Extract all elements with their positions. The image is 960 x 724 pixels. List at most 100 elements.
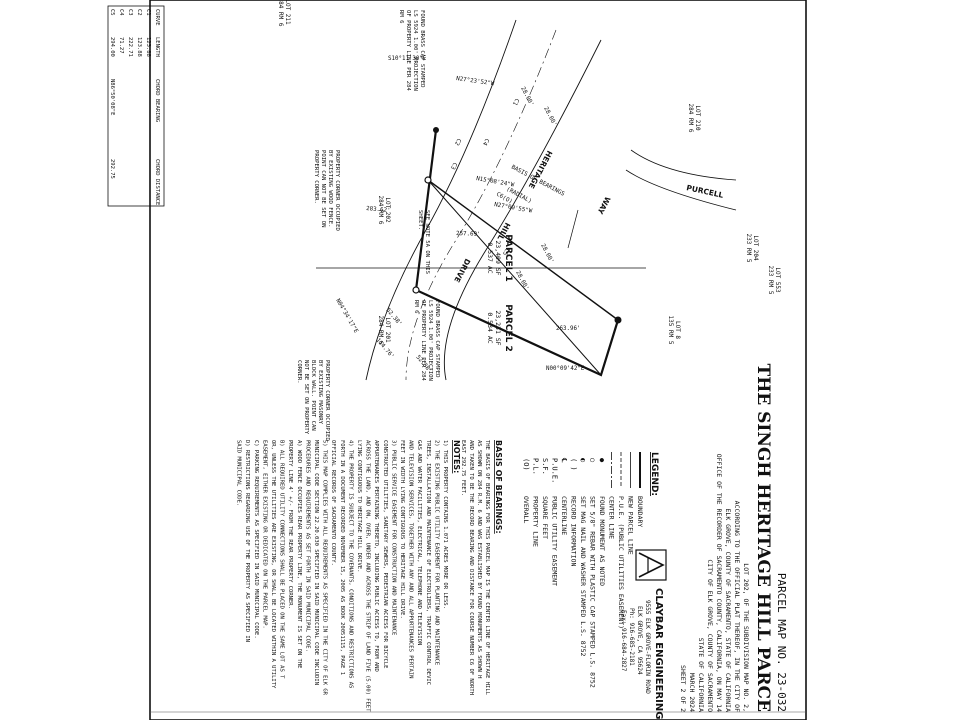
curve-table-cell: C5 (109, 9, 115, 16)
curve-table-cell: 222.71 (127, 37, 133, 57)
parcel-label: PARCEL 1 (503, 234, 513, 282)
bearing-distance-label: 257.69' (456, 231, 481, 238)
legend-heading: LEGEND: (649, 452, 659, 496)
legend-text: SQUARE FEET (541, 496, 549, 539)
note-line: 1) THIS PROPERTY CONTAINS 1.071 ACRES MO… (442, 440, 448, 609)
note-line: OFFICIAL RECORDS OF SACRAMENTO COUNTY. (330, 440, 336, 566)
monument-found-2 (433, 127, 439, 133)
parcel-area-ac: 0.537 AC (486, 242, 494, 273)
bearing-distance-label: 263.96' (556, 326, 580, 332)
basis-line: THE BASIS OF BEARINGS FOR THIS PARCEL MA… (484, 440, 490, 696)
note-line: APPURTENANCES PERTAINING THERETO, INCLUD… (373, 440, 379, 672)
bearing-distance-label: C4 (481, 137, 490, 146)
legend-text: OVERALL (522, 496, 530, 523)
bearing-distance-label: C5 (501, 247, 510, 256)
lot-reference: 233 RM 5 (745, 234, 752, 263)
note-line: 2) THE EXISTING PUBLIC UTILITY EASEMENT … (433, 440, 439, 665)
street-row-line-2 (365, 19, 517, 381)
lot-label: LOT 211 (284, 0, 291, 25)
curve-table-cell: N86°50'08"E (109, 79, 115, 115)
lot-reference: 135 RM 5 (667, 316, 674, 345)
legend-text: BOUNDARY (636, 496, 644, 527)
bearing-distance-label: 283.62' (366, 206, 391, 214)
note-line: C) PARKING REQUIREMENTS AS SPECIFIED IN … (253, 440, 259, 639)
note-line: LYING CONTIGUOUS TO HERITAGE HILL DRIVE. (356, 440, 362, 572)
curve-table-header: LENGTH (154, 37, 160, 57)
plan-callout-line: LS 5924 1.00' PROJECTION (427, 300, 433, 381)
boundary-line (414, 129, 620, 377)
notes-heading: NOTES: (452, 440, 461, 473)
curve-table-header: CHORD BEARING (154, 79, 160, 122)
bearing-distance-label: C1 (511, 97, 520, 106)
note-line: D) RESTRICTIONS REGARDING USE OF THE PRO… (244, 440, 250, 642)
lot-reference: 284 RM 6 (377, 196, 384, 225)
lot-label: LOT 201 (384, 317, 391, 343)
basis-of-bearings: BASIS OF BEARINGS: THE BASIS OF BEARINGS… (460, 440, 503, 696)
curve-table-cell: 294.00 (109, 37, 115, 57)
lot-label: LOT 210 (694, 105, 701, 131)
bearing-distance-label: N27°23'52"W (456, 76, 495, 87)
monument-found (614, 316, 622, 324)
curve-table-cell: C2 (136, 9, 142, 16)
lot-label: LOT 204 (752, 235, 759, 261)
basis-line: AND TAKEN TO BE THE RECORD BEARING AND D… (468, 440, 474, 695)
title-description-line: ACCORDING TO THE OFFICIAL PLAT THEREOF, … (733, 501, 741, 712)
firm-phone: Ph: 916-685-2181 (628, 608, 635, 666)
street-centerline (405, 29, 557, 381)
firm-address: 9555 ELK GROVE-FLORIN ROAD (644, 600, 651, 694)
note-line: PROCEDURES AND REQUIREMENTS AS SET FORTH… (304, 440, 310, 652)
note-line: MUNICIPAL CODE SECTION 22.20.030 SPECIFI… (313, 440, 319, 685)
plan-callout-line: PROPERTY CORNER OCCUPIED (324, 360, 330, 441)
legend-text: CENTER LINE (608, 496, 616, 539)
curve-table-cell: 123.88 (136, 37, 142, 57)
curve-table-cell: C3 (127, 9, 133, 16)
logo-mark (638, 552, 665, 578)
logo-frame (635, 549, 667, 581)
note-line: OR, UNLESS THE UTILITIES ARE EXISTING, O… (270, 440, 276, 689)
note-line: PROPERTY LINE 4' +/- FROM THE REAR PROPE… (287, 440, 293, 609)
purcell-way-line-1 (625, 169, 737, 211)
plan-callout-line: RM 6 (398, 10, 404, 23)
note-line: B) ALL REQUIRED UTILITY CONNECTIONS SHAL… (279, 440, 285, 679)
legend-text: RECORD INFORMATION (570, 496, 578, 567)
legend-symbol: ( ) (570, 458, 578, 471)
legend-symbol: S.F. (541, 458, 549, 475)
lot-label: LOT 8 (674, 321, 681, 339)
title-block: PARCEL MAP NO. 23-032 THE SINGH HERITAGE… (620, 364, 788, 724)
legend-symbol: P.L. (532, 458, 540, 475)
curve-table-cell: 123.88 (145, 37, 151, 57)
curve-table-frame (107, 5, 165, 207)
plan-callout-line: SEE NOTE 5A ON THIS (424, 210, 430, 274)
note-line: TREES, INSTALLATION AND MAINTENANCE OF E… (425, 440, 431, 685)
curve-table-cell: 71.27 (118, 37, 124, 54)
lot-reference: 284 RM 6 (377, 316, 384, 345)
notes: NOTES: 1) THIS PROPERTY CONTAINS 1.071 A… (236, 440, 461, 712)
firm-name: CLAYBAR ENGINEERING INC. (653, 588, 664, 720)
bearing-distance-label: C2 (453, 137, 462, 146)
parcel-area-sf: 23,231 SF (494, 310, 502, 345)
parcel-label: PARCEL 2 (503, 304, 513, 352)
title-description-line: ELK GROVE, COUNTY OF SACRAMENTO, STATE O… (724, 509, 732, 713)
legend-text: PUBLIC UTILITY EASEMENT (551, 496, 559, 586)
legend-symbol: ℄ (560, 457, 568, 463)
basis-line: AS SHOWN ON 284 R.M. 6 AND WAS ESTABLISH… (476, 440, 482, 678)
legend-symbol: ○ (589, 458, 597, 462)
parcel-map-number: PARCEL MAP NO. 23-032 (775, 573, 788, 712)
note-line: CONSTRUCTED UTILITIES, SANITARY SEWERS, … (382, 440, 388, 668)
basis-heading: BASIS OF BEARINGS: (494, 440, 503, 534)
plan-callout-line: BY EXISTING WOOD FENCE. (327, 150, 333, 227)
lot-label: LOT 553 (774, 267, 781, 293)
title-description-line: CITY OF ELK GROVE, COUNTY OF SACRAMENTO (706, 559, 714, 712)
plan-callout-line: RM 6 (413, 300, 419, 313)
legend-symbol: ● (598, 458, 606, 463)
bearing-distance-label: N00°09'42"E (546, 366, 585, 372)
project-title: THE SINGH HERITAGE HILL PARCE (753, 364, 773, 712)
street-row-line-1 (443, 39, 602, 381)
title-description-line: OFFICE OF THE RECORDER OF SACRAMENTO COU… (715, 454, 723, 712)
plan-callout-line: POINT CAN NOT BE SET ON (320, 150, 326, 227)
note-line: 5) THIS MAP COMPLIES WITH ALL REQUIREMEN… (322, 440, 328, 696)
lot-reference: 233 RM 5 (767, 266, 774, 295)
plan-callout-line: FOUND BRASS CAP STAMPED (419, 10, 425, 88)
